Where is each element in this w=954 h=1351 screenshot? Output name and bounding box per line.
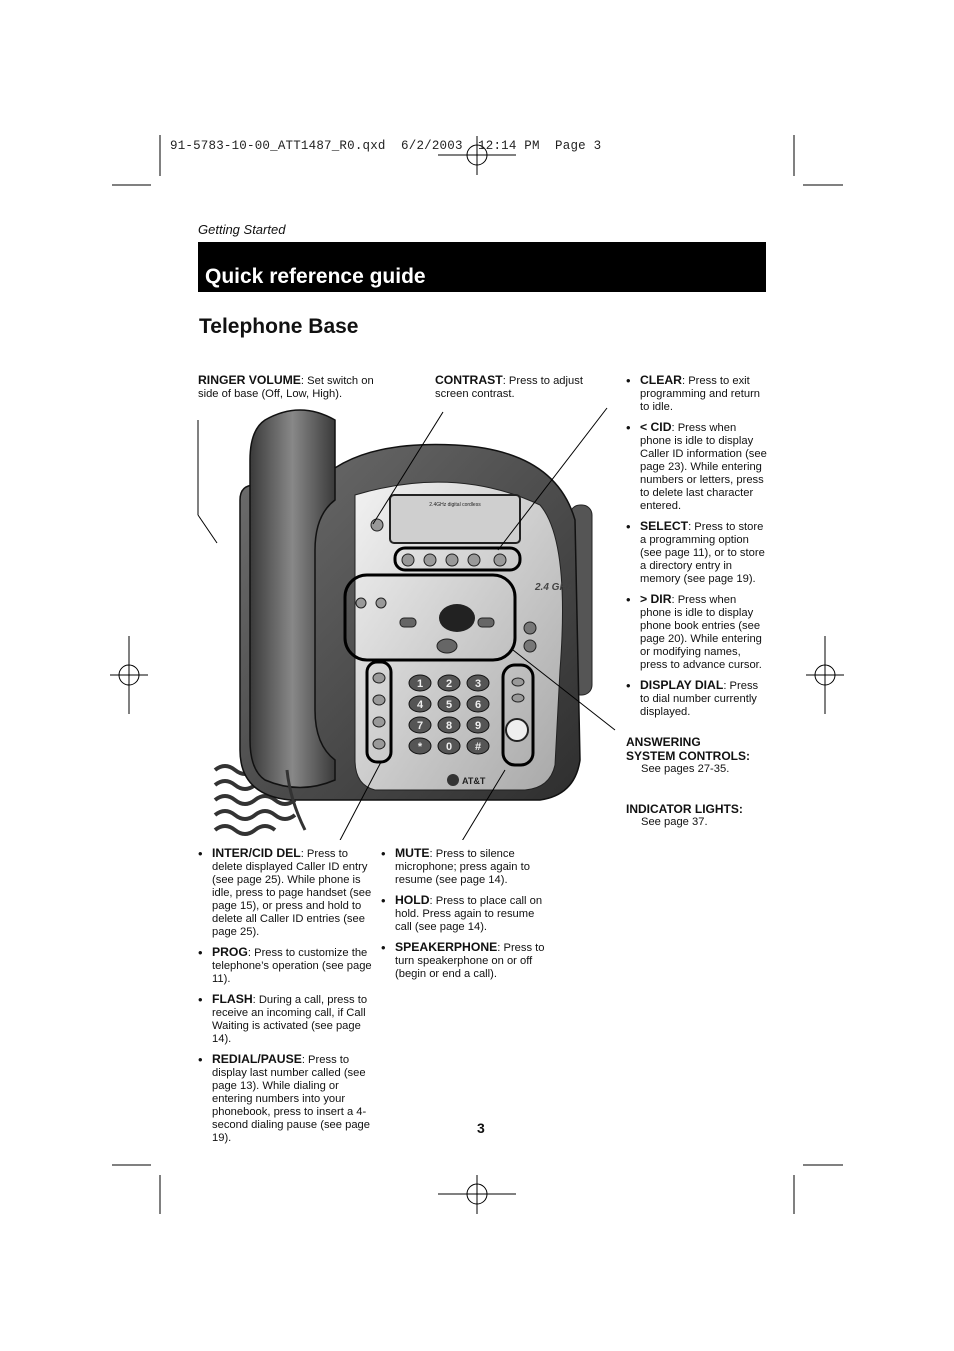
keypad-key[interactable] — [408, 737, 432, 755]
dir-key[interactable] — [467, 553, 481, 567]
file-slug: 91-5783-10-00_ATT1487_R0.qxd 6/2/2003 12… — [170, 139, 602, 153]
keypad-key-label: 1 — [417, 678, 423, 690]
title-band: Quick reference guide — [198, 242, 766, 292]
indicator-text: See page 37. — [641, 816, 708, 828]
list-item: MUTE: Press to silence microphone; press… — [381, 847, 551, 887]
menu-button[interactable] — [375, 597, 387, 609]
callout-contrast: CONTRAST: Press to adjust screen contras… — [435, 374, 585, 401]
skip-button[interactable] — [477, 617, 495, 628]
keypad-key[interactable] — [466, 695, 490, 713]
keypad-key[interactable] — [408, 674, 432, 692]
keypad-key-label: * — [418, 741, 423, 753]
keypad-key-label: 7 — [417, 720, 423, 732]
handset-cord — [285, 769, 307, 831]
ringer-text: : Set switch on side of base (Off, Low, … — [198, 375, 374, 400]
keypad-key-label: 9 — [475, 720, 481, 732]
list-item: REDIAL/PAUSE: Press to display last numb… — [198, 1053, 376, 1145]
display-screen — [389, 494, 521, 544]
answering-controls-area — [343, 573, 517, 662]
right-column: CLEAR: Press to exit programming and ret… — [626, 374, 768, 726]
contrast-key[interactable] — [370, 518, 384, 532]
speakerphone-key[interactable] — [505, 718, 529, 742]
call-keys-area — [501, 663, 535, 767]
left-list: INTER/CID DEL: Press to delete displayed… — [198, 847, 376, 1145]
bottom-left-column: INTER/CID DEL: Press to delete displayed… — [198, 847, 376, 1152]
page-title: Quick reference guide — [205, 265, 426, 288]
list-item: < CID: Press when phone is idle to displ… — [626, 421, 768, 513]
answering-block: ANSWERING SYSTEM CONTROLS: See pages 27-… — [626, 735, 776, 776]
function-keys-area — [365, 660, 393, 764]
flash-key[interactable] — [372, 716, 386, 728]
keypad-key[interactable] — [437, 674, 461, 692]
telephone-base-illustration: 2.4GHz digital cordless 2.4 GHz 1 2 3 4 5 6 7 8… — [197, 407, 616, 840]
section-label: Getting Started — [198, 222, 286, 237]
redial-pause-key[interactable] — [372, 738, 386, 750]
answering-text: See pages 27-35. — [641, 763, 730, 775]
pointer-lines — [197, 407, 616, 840]
keypad-key-label: # — [475, 741, 481, 753]
keypad-key-label: 2 — [446, 678, 452, 690]
keypad: 1 2 3 4 5 6 7 8 9 * 0 # — [408, 674, 490, 755]
ringer-label: RINGER VOLUME — [198, 373, 301, 387]
display-dial-key[interactable] — [493, 553, 507, 567]
keypad-key-label: 0 — [446, 741, 452, 753]
cid-key[interactable] — [423, 553, 437, 567]
keypad-key[interactable] — [437, 716, 461, 734]
volume-down-button[interactable] — [523, 639, 537, 653]
keypad-key[interactable] — [466, 716, 490, 734]
keypad-key[interactable] — [408, 716, 432, 734]
answering-line1: ANSWERING — [626, 735, 701, 749]
inter-cid-del-key[interactable] — [372, 672, 386, 684]
att-logo-icon — [447, 774, 459, 786]
list-item: FLASH: During a call, press to receive a… — [198, 993, 376, 1046]
select-key[interactable] — [445, 553, 459, 567]
list-item: INTER/CID DEL: Press to delete displayed… — [198, 847, 376, 939]
answering-line2: SYSTEM CONTROLS: — [626, 749, 751, 763]
bottom-middle-column: MUTE: Press to silence microphone; press… — [381, 847, 551, 988]
keypad-key-label: 8 — [446, 720, 452, 732]
keypad-key[interactable] — [437, 695, 461, 713]
list-item: HOLD: Press to place call on hold. Press… — [381, 894, 551, 934]
keypad-key-label: 5 — [446, 699, 452, 711]
mute-key[interactable] — [511, 677, 525, 687]
contrast-label: CONTRAST — [435, 373, 503, 387]
right-list: CLEAR: Press to exit programming and ret… — [626, 374, 768, 719]
logo-text: 2.4 GHz — [534, 582, 572, 593]
callout-ringer-volume: RINGER VOLUME: Set switch on side of bas… — [198, 374, 393, 401]
brand-text: AT&T — [462, 776, 486, 786]
repeat-button[interactable] — [399, 617, 417, 628]
keypad-key[interactable] — [466, 737, 490, 755]
indicator-block: INDICATOR LIGHTS: See page 37. — [626, 802, 776, 829]
keypad-key-label: 4 — [417, 699, 424, 711]
indicator-title: INDICATOR LIGHTS: — [626, 802, 743, 816]
volume-up-button[interactable] — [523, 621, 537, 635]
message-window — [439, 604, 475, 632]
keypad-key[interactable] — [466, 674, 490, 692]
clear-key[interactable] — [401, 553, 415, 567]
softkey-row — [393, 546, 522, 572]
contrast-text: : Press to adjust screen contrast. — [435, 375, 583, 400]
list-item: CLEAR: Press to exit programming and ret… — [626, 374, 768, 414]
list-item: PROG: Press to customize the telephone’s… — [198, 946, 376, 986]
page-number: 3 — [477, 1120, 485, 1136]
prog-key[interactable] — [372, 694, 386, 706]
list-item: SELECT: Press to store a programming opt… — [626, 520, 768, 586]
hold-key[interactable] — [511, 693, 525, 703]
subtitle: Telephone Base — [199, 315, 359, 338]
keypad-key[interactable] — [408, 695, 432, 713]
display-brand: 2.4GHz digital cordless — [429, 502, 481, 508]
keypad-key-label: 6 — [475, 699, 481, 711]
handset — [249, 409, 336, 789]
keypad-key[interactable] — [437, 737, 461, 755]
answer-onoff-button[interactable] — [355, 597, 367, 609]
mid-list: MUTE: Press to silence microphone; press… — [381, 847, 551, 981]
keypad-key-label: 3 — [475, 678, 481, 690]
list-item: > DIR: Press when phone is idle to displ… — [626, 593, 768, 672]
list-item: SPEAKERPHONE: Press to turn speakerphone… — [381, 941, 551, 981]
list-item: DISPLAY DIAL: Press to dial number curre… — [626, 679, 768, 719]
play-stop-button[interactable] — [436, 638, 458, 654]
